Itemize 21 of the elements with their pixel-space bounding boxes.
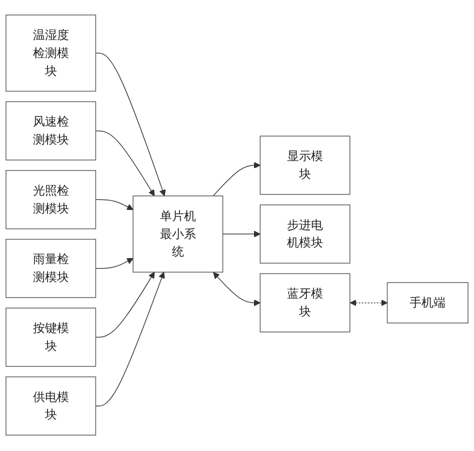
node-box: 雨量检测模块 xyxy=(6,239,96,298)
arrow xyxy=(212,162,260,197)
node-box: 蓝牙模块 xyxy=(260,274,350,333)
node-box: 单片机最小系统 xyxy=(132,196,224,273)
arrow xyxy=(95,258,134,270)
arrow xyxy=(350,300,388,307)
node-box: 手机端 xyxy=(386,282,468,324)
arrow xyxy=(95,200,134,210)
arrow xyxy=(95,130,155,197)
arrow xyxy=(213,272,260,307)
arrow xyxy=(95,272,155,338)
node-box: 温湿度检测模块 xyxy=(6,15,96,92)
node-box: 按键模块 xyxy=(6,308,96,368)
arrow xyxy=(95,272,165,407)
node-box: 风速检测模块 xyxy=(6,102,96,161)
node-box: 显示模块 xyxy=(260,136,350,196)
arrow xyxy=(222,231,260,238)
node-box: 光照检测模块 xyxy=(6,170,96,230)
node-box: 供电模块 xyxy=(6,376,96,436)
node-box: 步进电机模块 xyxy=(260,204,350,264)
arrow xyxy=(95,53,166,197)
